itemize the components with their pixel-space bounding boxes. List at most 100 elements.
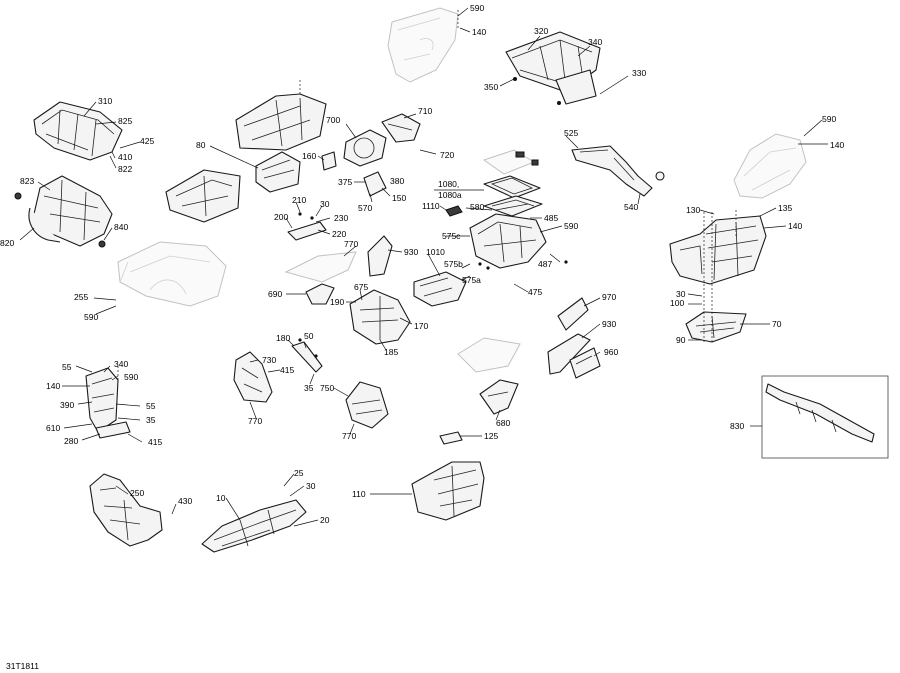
panel-730	[233, 351, 273, 403]
figure-code: 31T1811	[6, 661, 39, 671]
callout-487: 487	[538, 259, 552, 269]
callout-340b: 340	[114, 359, 128, 369]
panel-690	[305, 283, 335, 305]
callout-700: 700	[326, 115, 340, 125]
callout-540: 540	[624, 202, 638, 212]
callout-1080a: 1080a	[438, 190, 462, 200]
callout-55b: 55	[146, 401, 156, 411]
callout-280: 280	[64, 436, 78, 446]
callout-220: 220	[332, 229, 346, 239]
bracket-375	[363, 171, 387, 197]
bracket-180	[291, 338, 323, 373]
panel-680	[457, 337, 521, 415]
callout-590a: 590	[470, 3, 484, 13]
callout-1010: 1010	[426, 247, 445, 257]
callout-340a: 340	[588, 37, 602, 47]
seat-area-1080	[445, 149, 543, 217]
footwell-right	[669, 215, 767, 285]
callout-590b: 590	[822, 114, 836, 124]
callout-350: 350	[484, 82, 498, 92]
callout-575b: 575b	[444, 259, 463, 269]
front-panel-250	[89, 473, 163, 547]
panel-750	[345, 381, 389, 429]
callout-125: 125	[484, 431, 498, 441]
callout-25: 25	[294, 468, 304, 478]
callout-255: 255	[74, 292, 88, 302]
callout-730: 730	[262, 355, 276, 365]
callout-80: 80	[196, 140, 206, 150]
callout-485: 485	[544, 213, 558, 223]
callout-575c: 575c	[442, 231, 461, 241]
callout-140b: 140	[830, 140, 844, 150]
callout-390: 390	[60, 400, 74, 410]
front-rack-310	[33, 101, 123, 161]
callout-822: 822	[118, 164, 132, 174]
callout-1110: 1110	[422, 201, 440, 211]
callout-680: 680	[496, 418, 510, 428]
callout-70: 70	[772, 319, 782, 329]
lower-panel-170	[413, 271, 467, 307]
callout-525: 525	[564, 128, 578, 138]
callout-475: 475	[528, 287, 542, 297]
callout-20: 20	[320, 515, 330, 525]
front-bumper-823	[14, 175, 113, 248]
callout-590d: 590	[84, 312, 98, 322]
callout-575a: 575a	[462, 275, 481, 285]
callout-140a: 140	[472, 27, 486, 37]
callout-185: 185	[384, 347, 398, 357]
callout-770a: 770	[344, 239, 358, 249]
callout-160: 160	[302, 151, 316, 161]
callout-415a: 415	[280, 365, 294, 375]
callout-610: 610	[46, 423, 60, 433]
callout-425: 425	[140, 136, 154, 146]
inset-830	[761, 375, 889, 459]
callout-690: 690	[268, 289, 282, 299]
callout-970: 970	[602, 292, 616, 302]
callout-590e: 590	[124, 372, 138, 382]
callout-930b: 930	[602, 319, 616, 329]
callout-710: 710	[418, 106, 432, 116]
side-panel-ghost	[284, 251, 357, 283]
fastener-lines	[117, 10, 737, 380]
right-fender-ghost	[733, 133, 807, 199]
callout-580: 580	[470, 202, 484, 212]
callout-590c: 590	[564, 221, 578, 231]
headlight-700	[343, 113, 421, 167]
front-storage-80	[165, 93, 327, 223]
callout-130: 130	[686, 205, 700, 215]
callout-750: 750	[320, 383, 334, 393]
callout-140d: 140	[46, 381, 60, 391]
callout-170: 170	[414, 321, 428, 331]
callout-30c: 30	[306, 481, 316, 491]
rear-rack-320	[505, 31, 601, 105]
callout-330: 330	[632, 68, 646, 78]
callout-110: 110	[352, 489, 366, 499]
callout-380: 380	[390, 176, 404, 186]
callout-720: 720	[440, 150, 454, 160]
front-fender-ghost	[117, 241, 227, 307]
callout-250: 250	[130, 488, 144, 498]
callout-375: 375	[338, 177, 352, 187]
callout-820: 820	[0, 238, 14, 248]
callout-823: 823	[20, 176, 34, 186]
side-panel-930	[367, 235, 393, 277]
callout-30b: 30	[676, 289, 686, 299]
side-panels-970	[547, 297, 601, 379]
callout-960: 960	[604, 347, 618, 357]
callout-35a: 35	[304, 383, 314, 393]
rear-fender-ghost	[387, 7, 459, 83]
callout-825: 825	[118, 116, 132, 126]
callout-190: 190	[330, 297, 344, 307]
callout-840: 840	[114, 222, 128, 232]
callout-320: 320	[534, 26, 548, 36]
frame-185	[349, 289, 411, 345]
callout-30a: 30	[320, 199, 330, 209]
callout-930a: 930	[404, 247, 418, 257]
bracket-160	[321, 151, 337, 171]
callout-90: 90	[676, 335, 686, 345]
callout-100: 100	[670, 298, 684, 308]
footrest-70	[685, 311, 747, 343]
callout-430: 430	[178, 496, 192, 506]
callout-50: 50	[304, 331, 314, 341]
